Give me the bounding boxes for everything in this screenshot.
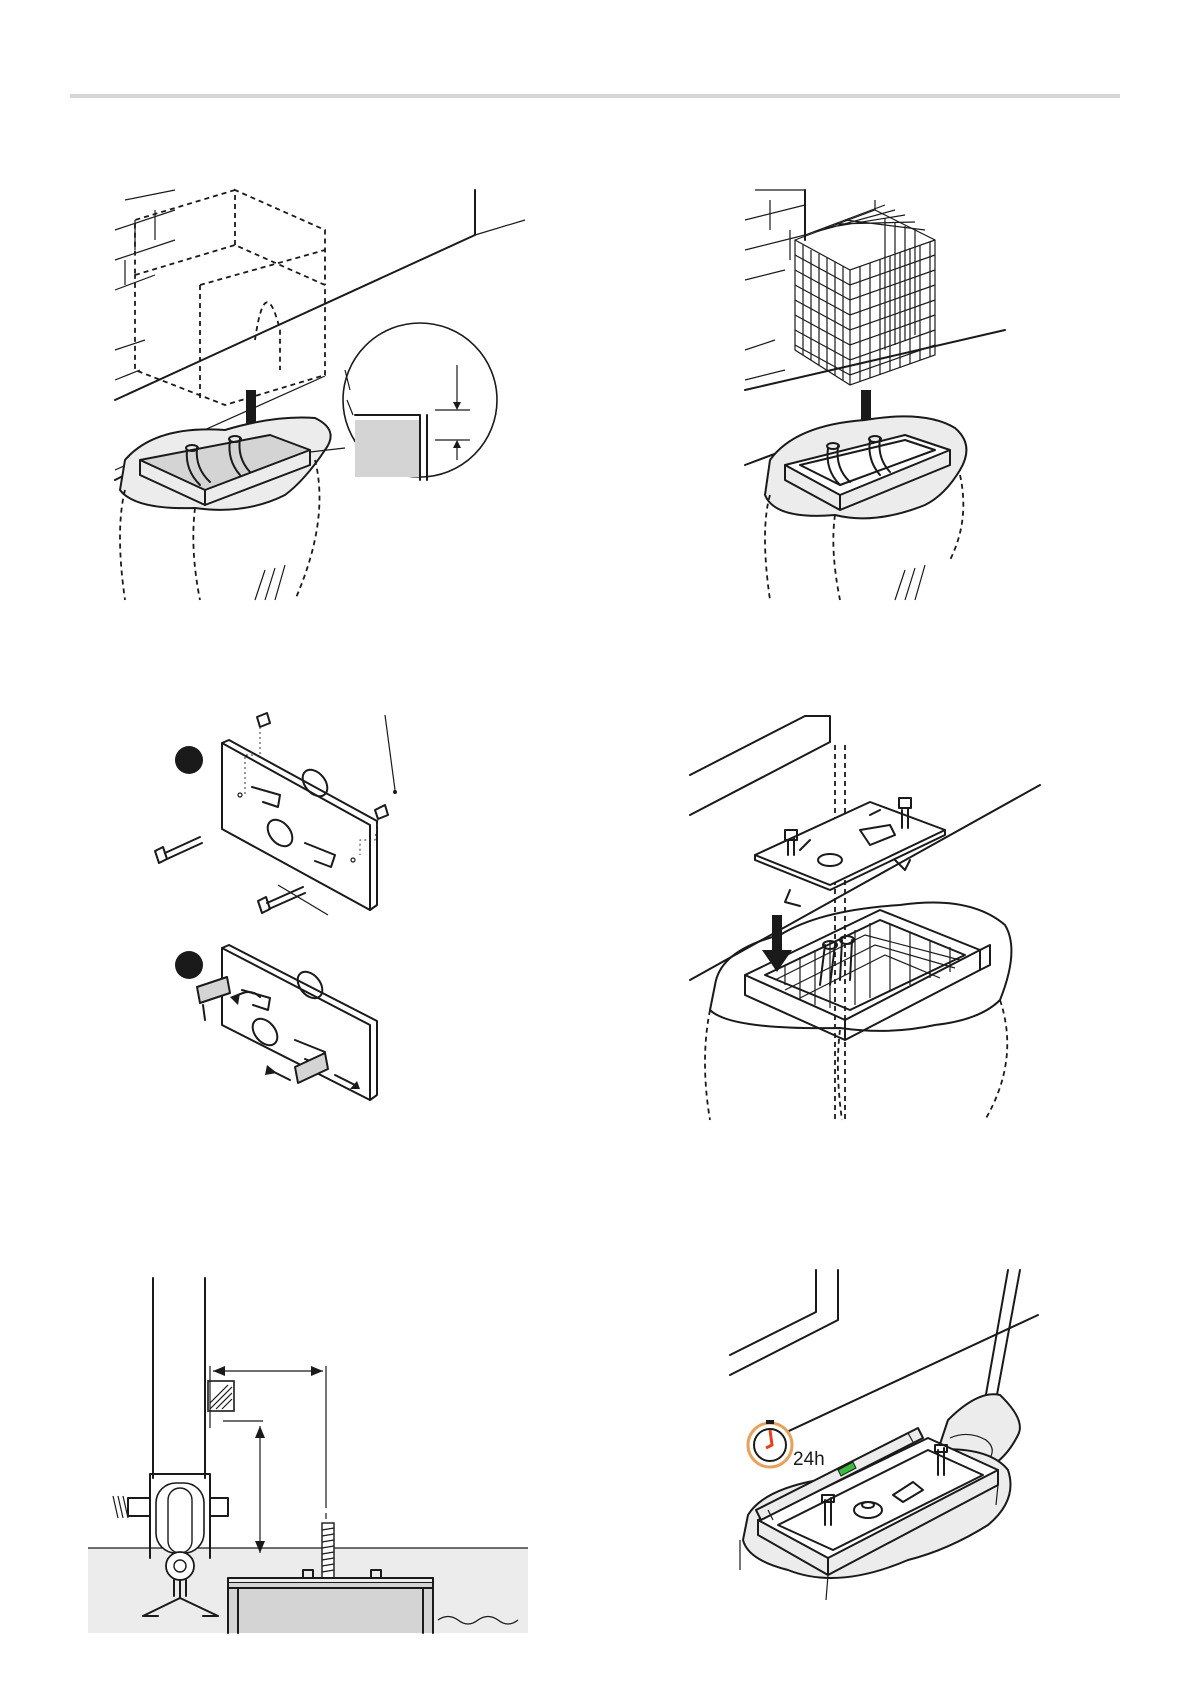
figure-height-section: [88, 1278, 528, 1633]
dashed-formwork: [135, 190, 325, 405]
cable-conduits: [820, 936, 854, 985]
clip-left: [197, 977, 260, 1020]
spacer-nut-1: [245, 713, 270, 795]
brick-wall: [115, 190, 175, 380]
figure-formwork-box: [115, 190, 545, 610]
clip-right: [265, 1053, 360, 1089]
detail-magnifier: [310, 323, 497, 480]
timer-label: 24h: [793, 1449, 825, 1470]
header-rule: [70, 94, 1120, 98]
figure-concrete-pour: 24h: [728, 1270, 1038, 1635]
dimension-vertical: [223, 1421, 265, 1553]
concrete-block: [228, 1578, 433, 1633]
bolt-2: [258, 887, 305, 913]
bolt-1: [155, 837, 202, 863]
gear-rack: [208, 1381, 234, 1411]
shovel: [937, 1270, 1020, 1475]
foundation-plate: [755, 798, 945, 890]
stopwatch-icon: [748, 1420, 792, 1467]
mesh-cage: [795, 200, 935, 385]
figure-reinforcement-cage: [745, 190, 1055, 610]
spacer-nut-2: [360, 805, 388, 855]
step-1-marker: [175, 746, 203, 774]
foundation-plate-1: [222, 740, 377, 910]
figure-plate-assembly: [145, 715, 455, 1125]
step-2-marker: [175, 951, 203, 979]
figure-plate-over-cage: [690, 710, 1060, 1120]
